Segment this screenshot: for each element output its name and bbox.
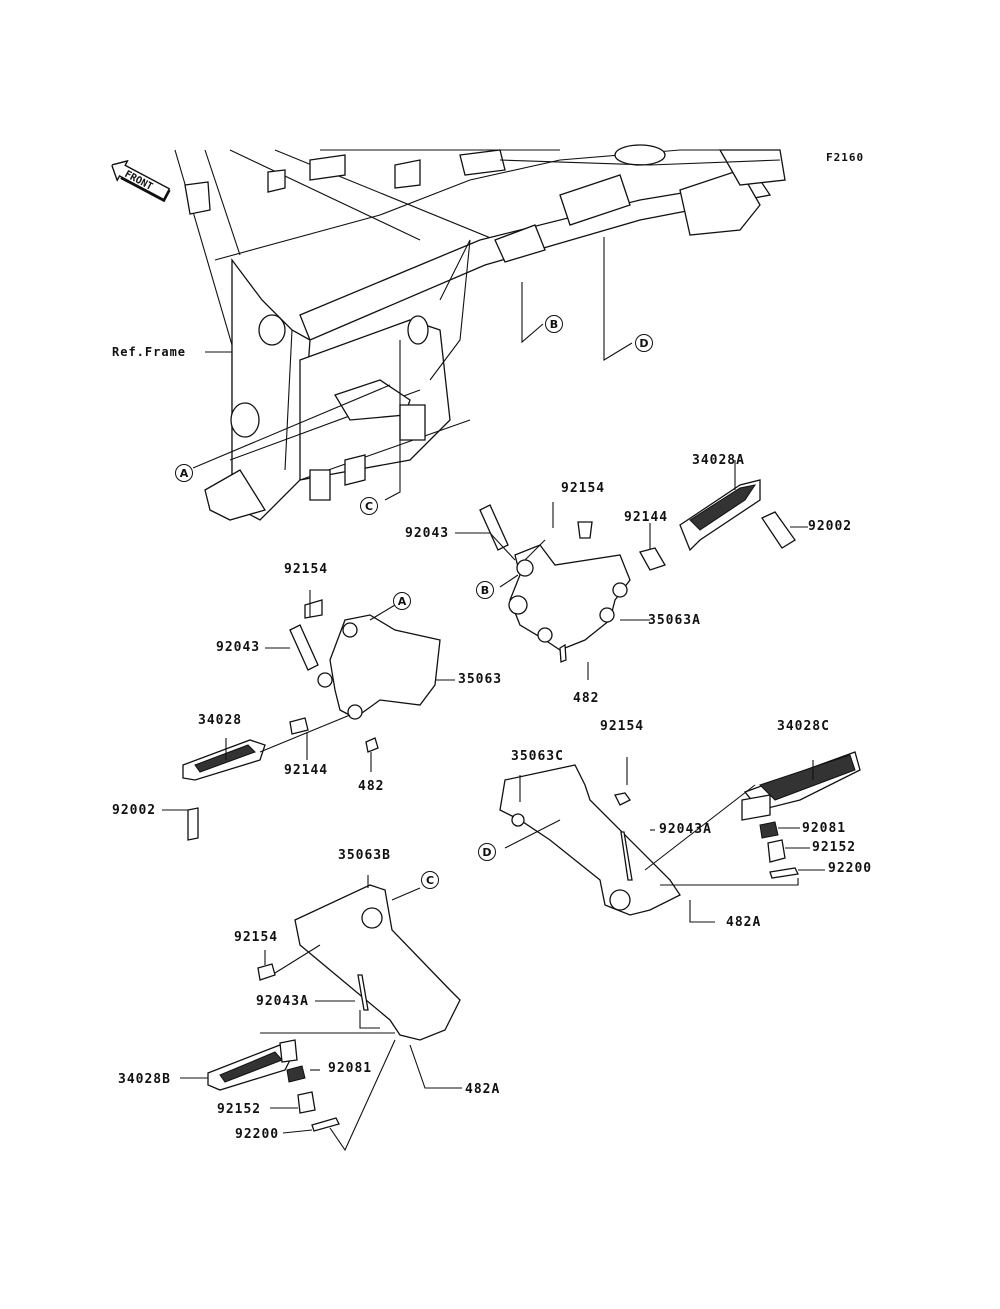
part-label[interactable]: 92154 <box>284 562 329 577</box>
callout-a-footrest[interactable]: A <box>393 592 411 610</box>
front-right-footrest-group <box>455 460 808 680</box>
part-label[interactable]: 92043A <box>659 822 712 837</box>
part-label[interactable]: 482 <box>573 691 600 706</box>
part-label[interactable]: 35063B <box>338 848 391 863</box>
part-label[interactable]: 92154 <box>600 719 645 734</box>
part-label[interactable]: 92002 <box>112 803 157 818</box>
front-arrow-icon: FRONT <box>110 159 171 203</box>
frame-drawing <box>174 144 786 521</box>
figure-code: F2160 <box>826 151 865 164</box>
part-label[interactable]: 92200 <box>235 1127 280 1142</box>
part-label[interactable]: 482A <box>726 915 762 930</box>
callout-b-frame[interactable]: B <box>545 315 563 333</box>
part-label[interactable]: 34028 <box>198 713 243 728</box>
part-label[interactable]: 92002 <box>808 519 853 534</box>
part-label[interactable]: 482 <box>358 779 385 794</box>
front-left-footrest-group <box>162 590 455 841</box>
callout-b-footrest[interactable]: B <box>476 581 494 599</box>
part-label[interactable]: 92144 <box>284 763 329 778</box>
callout-a-frame[interactable]: A <box>175 464 193 482</box>
part-label[interactable]: 482A <box>465 1082 501 1097</box>
part-label[interactable]: 34028C <box>777 719 830 734</box>
callout-d-frame[interactable]: D <box>635 334 653 352</box>
part-label[interactable]: 92081 <box>328 1061 373 1076</box>
part-label[interactable]: 92043 <box>216 640 261 655</box>
part-label[interactable]: 92144 <box>624 510 669 525</box>
rear-right-footrest-group <box>499 751 861 923</box>
part-label[interactable]: 92154 <box>234 930 279 945</box>
part-label[interactable]: 35063A <box>648 613 701 628</box>
callout-c-footrest[interactable]: C <box>421 871 439 889</box>
part-label[interactable]: 35063C <box>511 749 564 764</box>
part-label[interactable]: 92043 <box>405 526 450 541</box>
rear-left-footrest-group <box>180 875 462 1152</box>
part-label[interactable]: 34028A <box>692 453 745 468</box>
callout-d-footrest[interactable]: D <box>478 843 496 861</box>
part-label[interactable]: 92154 <box>561 481 606 496</box>
part-label[interactable]: 92152 <box>217 1102 262 1117</box>
part-label[interactable]: 35063 <box>458 672 503 687</box>
part-label[interactable]: 92200 <box>828 861 873 876</box>
ref-frame-label: Ref.Frame <box>112 345 187 359</box>
part-label[interactable]: 34028B <box>118 1072 171 1087</box>
front-direction-indicator: FRONT <box>106 154 174 205</box>
part-label[interactable]: 92081 <box>802 821 847 836</box>
part-label[interactable]: 92043A <box>256 994 309 1009</box>
callout-c-frame[interactable]: C <box>360 497 378 515</box>
part-label[interactable]: 92152 <box>812 840 857 855</box>
